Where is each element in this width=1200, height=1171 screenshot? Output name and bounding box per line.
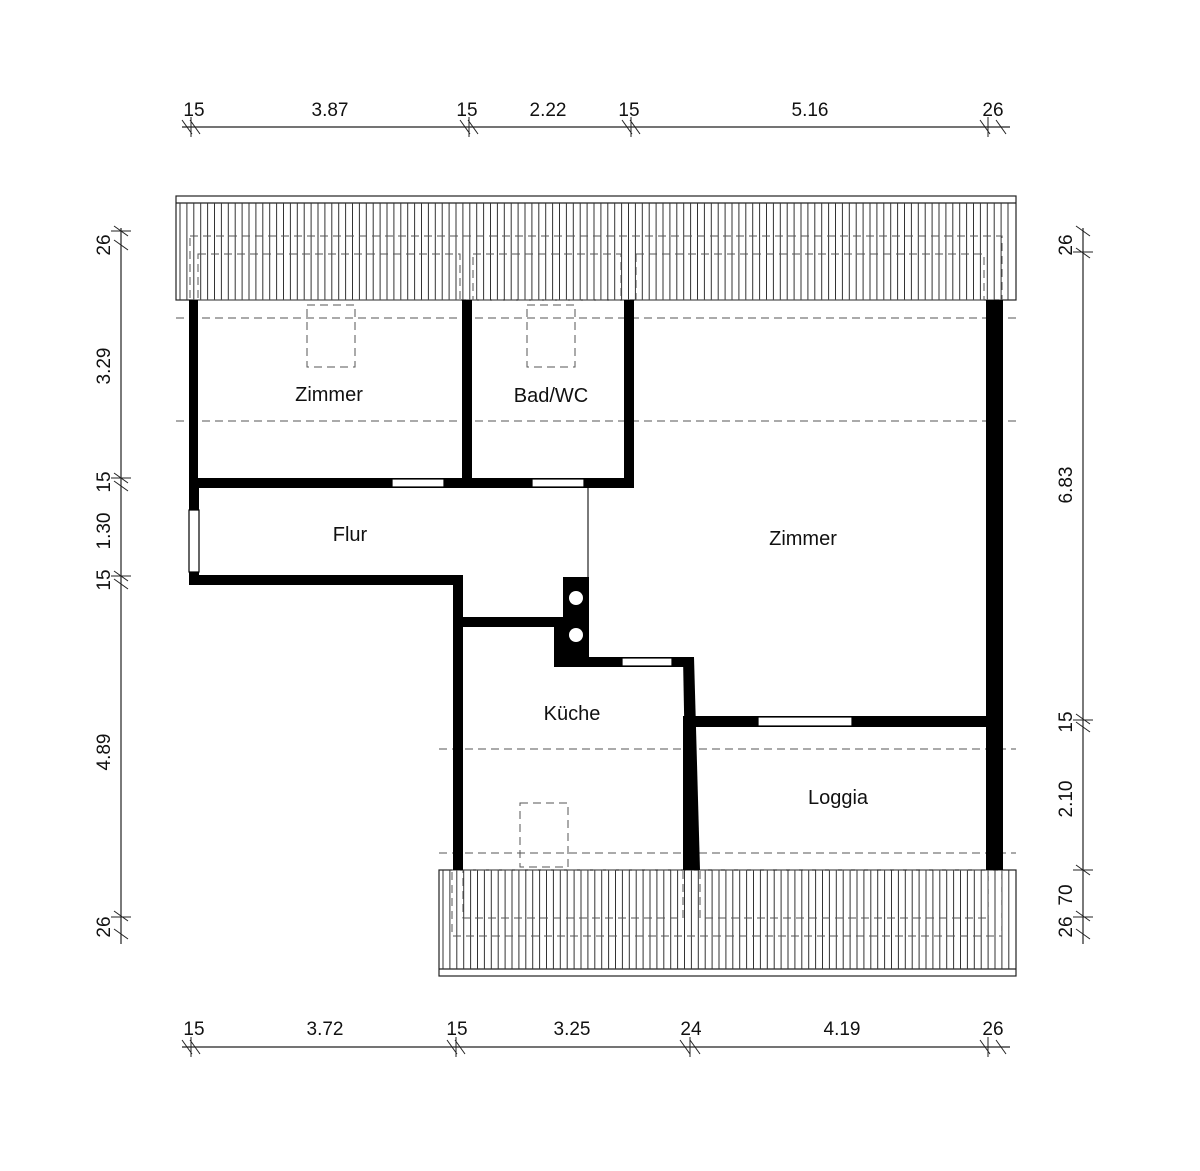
dim-right-4: 2.10 [1056,781,1077,818]
dim-left-1: 26 [94,234,115,255]
dim-bottom-4: 3.25 [554,1019,591,1040]
dim-bottom-2: 3.72 [307,1019,344,1040]
room-label-zimmer-right: Zimmer [769,528,837,550]
dim-right-5: 70 [1056,884,1077,905]
dim-bottom-7: 26 [982,1019,1003,1040]
room-label-zimmer-left: Zimmer [295,384,363,406]
door-zimmer [391,478,445,488]
dimension-chain-top: 15 3.87 15 2.22 15 5.16 26 [181,100,1010,137]
dim-bottom-5: 24 [680,1019,702,1040]
door-bad [531,478,585,488]
dim-left-5: 15 [94,569,115,590]
dim-bottom-1: 15 [183,1019,204,1040]
window-flur [188,509,200,573]
dim-right-1: 26 [1056,234,1077,255]
flue-1 [569,591,583,605]
dim-top-1: 15 [183,100,204,121]
door-kueche [621,657,673,667]
skylight-kueche [519,802,569,868]
room-label-bad-wc: Bad/WC [514,385,588,407]
door-loggia [757,716,853,727]
dim-top-5: 15 [618,100,639,121]
dim-bottom-3: 15 [446,1019,467,1040]
dim-right-3: 15 [1056,711,1077,732]
dim-top-6: 5.16 [792,100,829,121]
room-label-loggia: Loggia [808,787,869,809]
dim-left-6: 4.89 [94,734,115,771]
roof-top [175,195,1017,301]
roof-bottom [438,869,1017,977]
flue-2 [569,628,583,642]
dim-top-2: 3.87 [312,100,349,121]
dimension-chain-bottom: 15 3.72 15 3.25 24 4.19 26 [181,1019,1010,1057]
dim-left-2: 3.29 [94,348,115,385]
dim-left-4: 1.30 [94,513,115,550]
dimension-chain-left: 26 3.29 15 1.30 15 4.89 26 [94,225,131,944]
dim-left-3: 15 [94,471,115,492]
dim-bottom-6: 4.19 [824,1019,861,1040]
skylight-bad [526,304,576,368]
dimension-chain-right: 26 6.83 15 2.10 70 26 [1056,225,1093,944]
room-label-kueche: Küche [544,703,601,725]
room-label-flur: Flur [333,524,368,546]
dim-right-2: 6.83 [1056,467,1077,504]
dim-top-7: 26 [982,100,1003,121]
skylight-zimmer [306,304,356,368]
dim-right-6: 26 [1056,916,1077,937]
dim-top-4: 2.22 [530,100,567,121]
dim-left-7: 26 [94,916,115,937]
dim-top-3: 15 [456,100,477,121]
